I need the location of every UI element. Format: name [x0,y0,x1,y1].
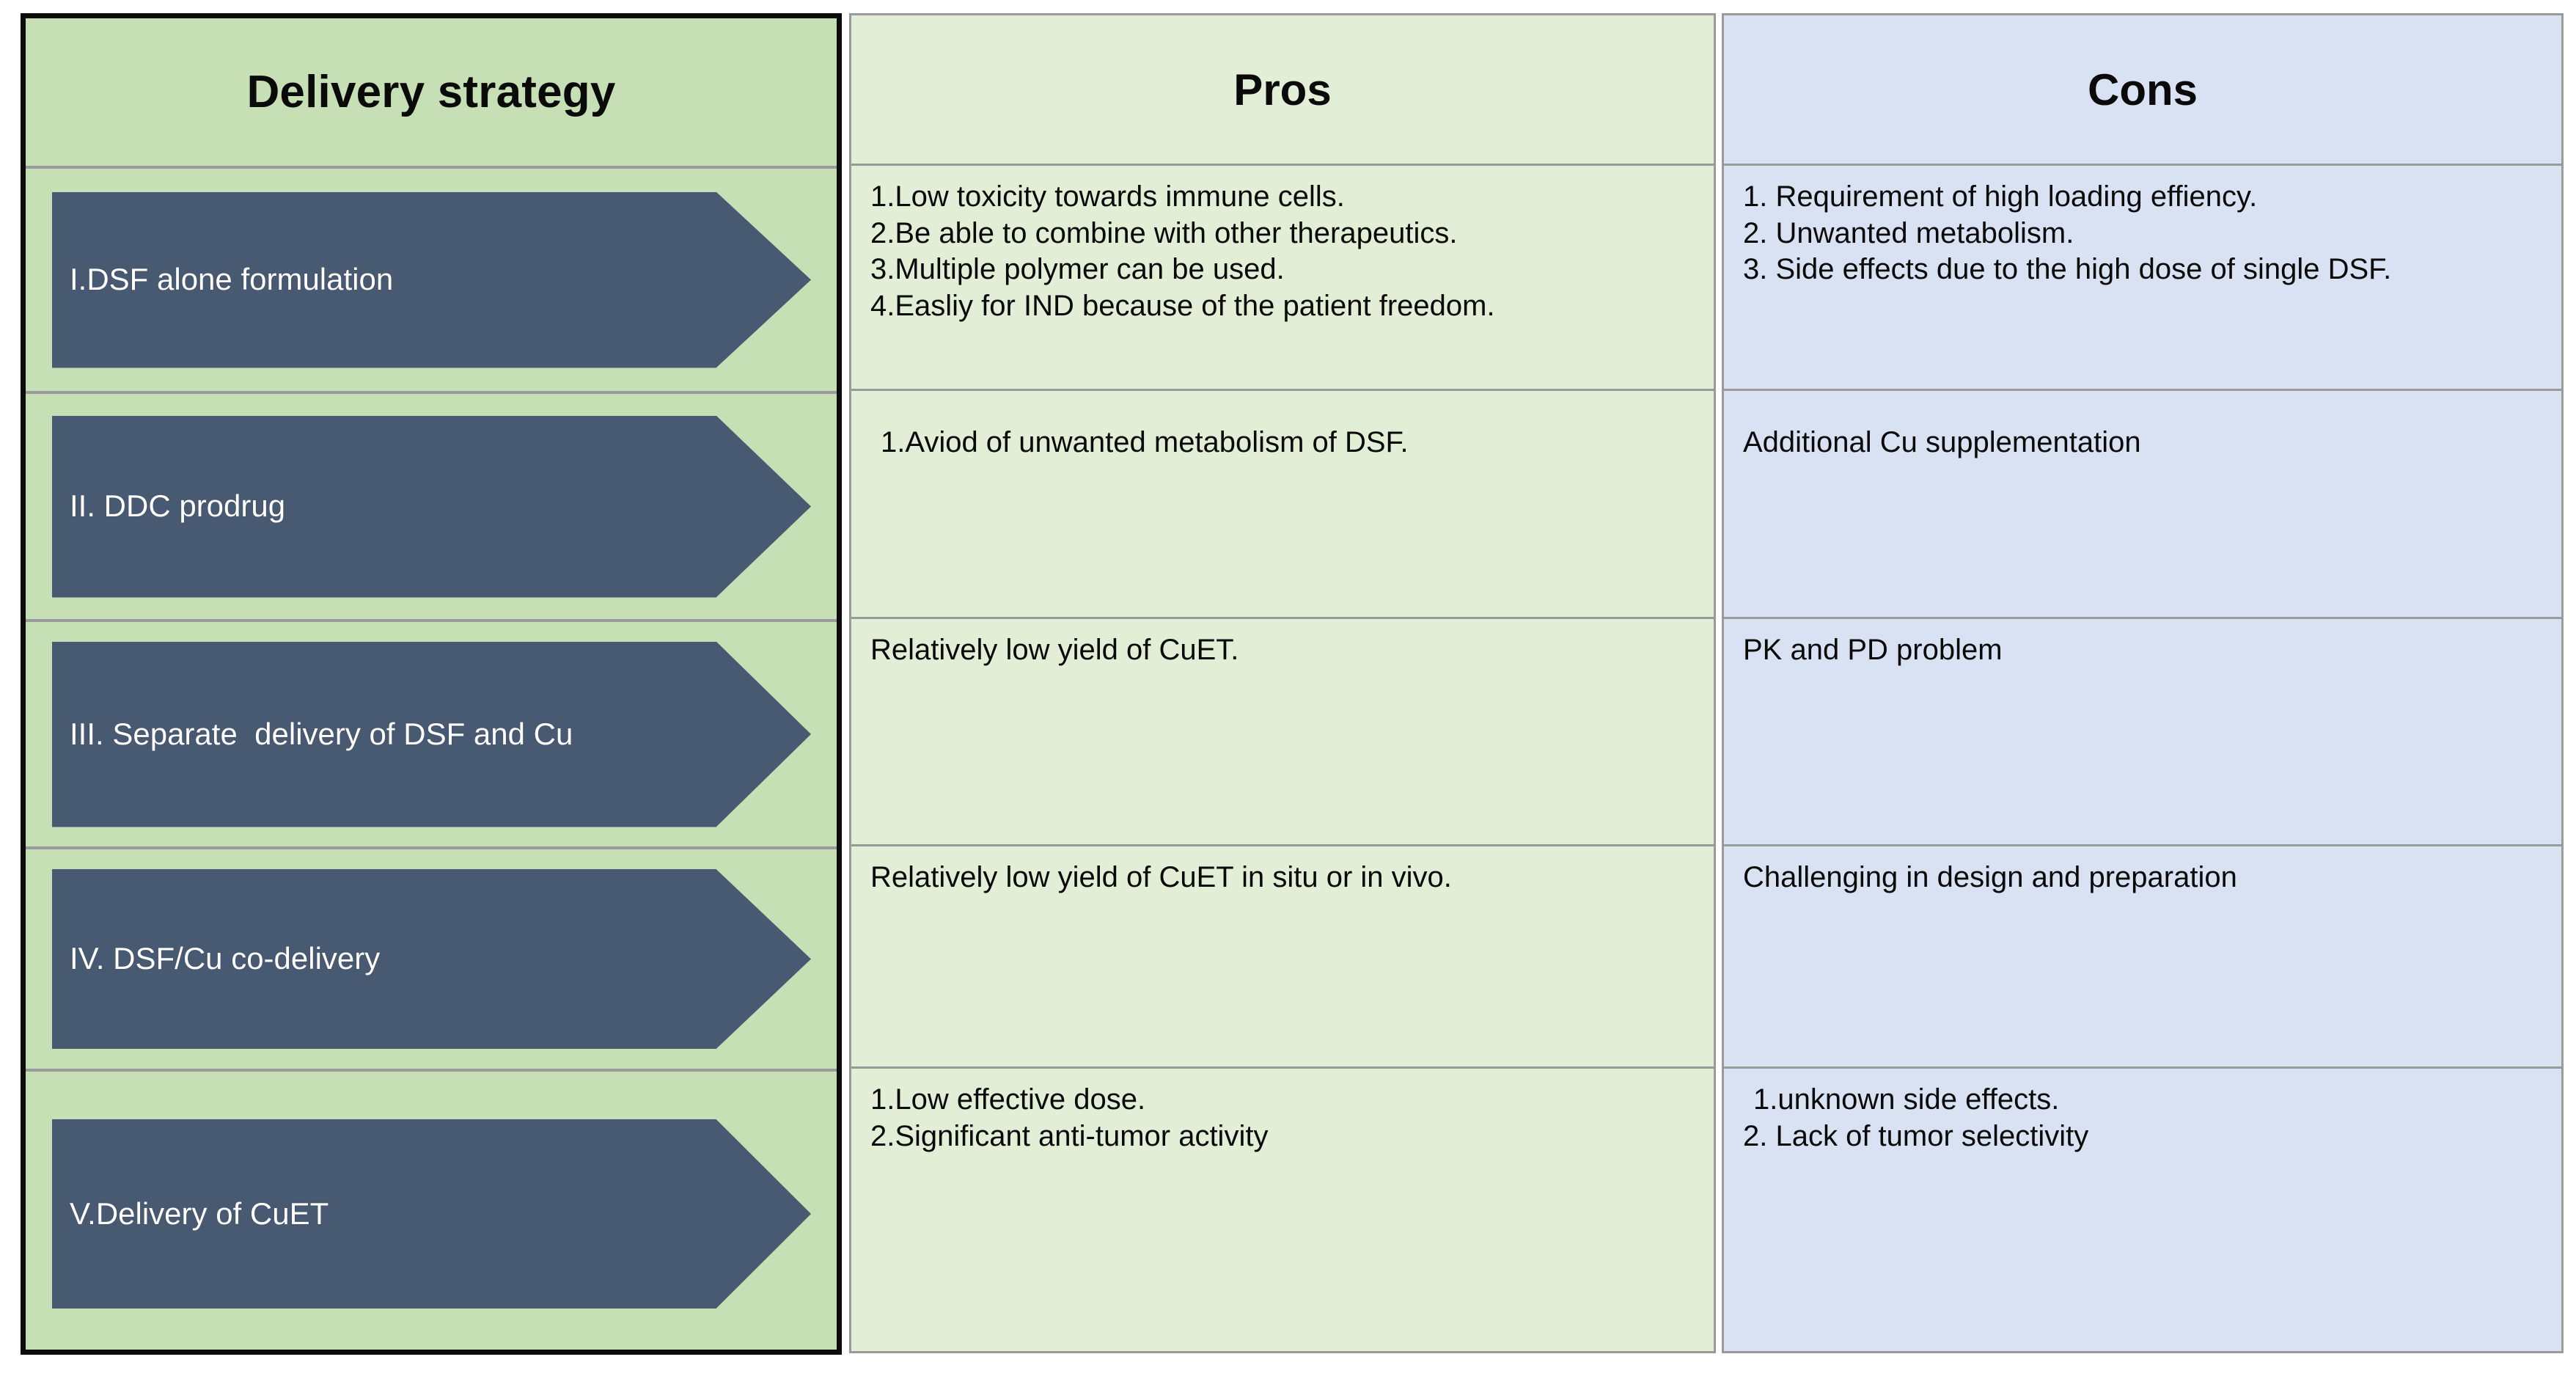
strategy-arrow-label: V.Delivery of CuET [70,1196,329,1231]
cons-line: 3. Side effects due to the high dose of … [1743,253,2392,286]
strategy-rows: I.DSF alone formulation II. DDC prodrug … [26,169,837,1356]
cons-cell-row-1: 1. Requirement of high loading effiency.… [1724,166,2561,391]
pros-cell-row-3: Relatively low yield of CuET. [851,619,1714,846]
table-row: I.DSF alone formulation [26,169,837,394]
pros-header-label: Pros [1233,65,1332,114]
pros-line: 4.Easliy for IND because of the patient … [870,289,1495,322]
cons-line: 1.unknown side effects. [1753,1083,2060,1116]
pros-cell-row-1: 1.Low toxicity towards immune cells. 2.B… [851,166,1714,391]
pros-line: 2.Significant anti-tumor activity [870,1119,1269,1152]
pros-column: Pros 1.Low toxicity towards immune cells… [849,13,1716,1353]
cons-cell-row-3: PK and PD problem [1724,619,2561,846]
cons-header-label: Cons [2088,65,2198,114]
cons-line: 2. Lack of tumor selectivity [1743,1119,2089,1152]
pros-cell-row-5: 1.Low effective dose. 2.Significant anti… [851,1069,1714,1353]
strategy-arrow-label: II. DDC prodrug [70,488,286,524]
strategy-column-header: Delivery strategy [26,18,837,169]
cons-cell-row-2: Additional Cu supplementation [1724,391,2561,619]
strategy-arrow-label: IV. DSF/Cu co-delivery [70,941,381,976]
table-row: III. Separate delivery of DSF and Cu [26,622,837,849]
strategy-arrow-2[interactable]: II. DDC prodrug [52,415,811,598]
cons-line: 1. Requirement of high loading effiency. [1743,180,2258,213]
delivery-strategy-column: Delivery strategy I.DSF alone formulatio… [21,13,842,1355]
cons-cell-row-4: Challenging in design and preparation [1724,846,2561,1069]
strategy-arrow-5[interactable]: V.Delivery of CuET [52,1119,811,1309]
pros-column-header: Pros [851,15,1714,166]
cons-column: Cons 1. Requirement of high loading effi… [1722,13,2564,1353]
cons-cell-row-5: 1.unknown side effects. 2. Lack of tumor… [1724,1069,2561,1353]
pros-cell-row-2: 1.Aviod of unwanted metabolism of DSF. [851,391,1714,619]
pros-line: 1.Low toxicity towards immune cells. [870,180,1345,213]
cons-line: PK and PD problem [1743,634,2003,666]
table-row: IV. DSF/Cu co-delivery [26,849,837,1072]
strategy-arrow-label: III. Separate delivery of DSF and Cu [70,716,573,751]
pros-line: Relatively low yield of CuET. [870,634,1239,666]
pros-cell-row-4: Relatively low yield of CuET in situ or … [851,846,1714,1069]
strategy-arrow-4[interactable]: IV. DSF/Cu co-delivery [52,869,811,1049]
strategy-arrow-label: I.DSF alone formulation [70,262,394,297]
pros-line: 1.Aviod of unwanted metabolism of DSF. [881,426,1409,458]
table-row: V.Delivery of CuET [26,1072,837,1356]
pros-line: 2.Be able to combine with other therapeu… [870,216,1458,249]
strategy-header-label: Delivery strategy [246,67,616,117]
cons-line: Challenging in design and preparation [1743,861,2237,893]
pros-line: 1.Low effective dose. [870,1083,1146,1116]
table-row: II. DDC prodrug [26,394,837,622]
pros-line: Relatively low yield of CuET in situ or … [870,861,1452,893]
strategy-arrow-1[interactable]: I.DSF alone formulation [52,191,811,368]
cons-line: Additional Cu supplementation [1743,426,2141,458]
pros-line: 3.Multiple polymer can be used. [870,253,1285,286]
cons-column-header: Cons [1724,15,2561,166]
strategy-arrow-3[interactable]: III. Separate delivery of DSF and Cu [52,641,811,827]
cons-line: 2. Unwanted metabolism. [1743,216,2074,249]
